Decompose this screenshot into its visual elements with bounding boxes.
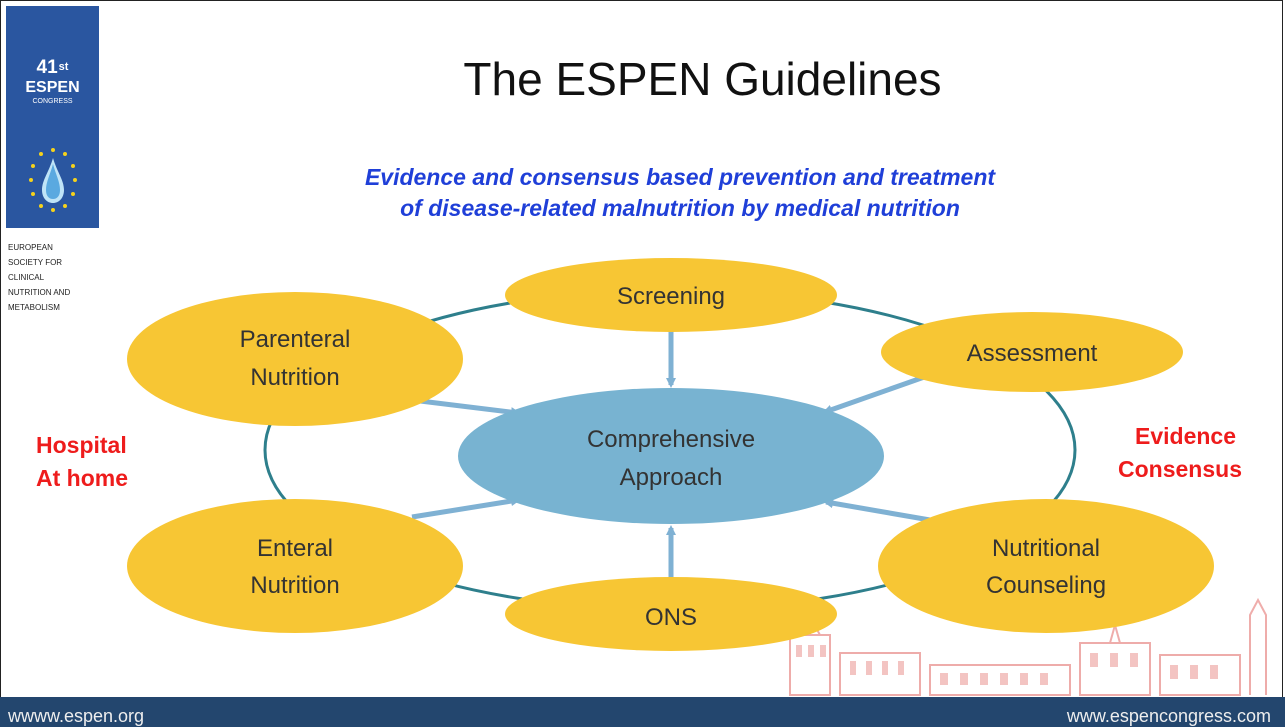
- slide-subtitle: Evidence and consensus based prevention …: [364, 164, 996, 221]
- svg-text:Nutrition: Nutrition: [250, 364, 339, 391]
- arrow-counseling: [823, 498, 931, 523]
- footer-link-congress[interactable]: www.espencongress.com: [1066, 706, 1271, 726]
- node-assessment: Assessment: [881, 312, 1183, 392]
- society-name: EUROPEAN SOCIETY FOR CLINICAL NUTRITION …: [8, 243, 71, 312]
- node-counseling: Nutritional Counseling: [878, 499, 1214, 633]
- svg-text:Nutrition: Nutrition: [250, 572, 339, 599]
- svg-text:Counseling: Counseling: [986, 572, 1106, 599]
- svg-text:Assessment: Assessment: [967, 340, 1098, 367]
- footer-bar: wwww.espen.org www.espencongress.com: [0, 697, 1285, 727]
- label-evidence-consensus: Evidence Consensus: [1118, 423, 1242, 482]
- slide-title: The ESPEN Guidelines: [463, 53, 942, 105]
- svg-text:Nutritional: Nutritional: [992, 535, 1100, 562]
- arrow-parenteral: [411, 397, 521, 418]
- svg-text:ONS: ONS: [645, 604, 697, 631]
- drop-emblem-icon: [29, 148, 77, 212]
- label-hospital-home: Hospital At home: [36, 432, 128, 491]
- svg-text:Comprehensive: Comprehensive: [587, 426, 755, 453]
- node-screening: Screening: [505, 258, 837, 332]
- node-parenteral: Parenteral Nutrition: [127, 292, 463, 426]
- logo-subtitle: CONGRESS: [32, 98, 73, 105]
- svg-text:Screening: Screening: [617, 283, 725, 310]
- logo-number: 41st: [36, 57, 69, 78]
- footer-link-espen[interactable]: wwww.espen.org: [8, 706, 145, 726]
- node-ons: ONS: [505, 577, 837, 651]
- node-center: Comprehensive Approach: [458, 388, 884, 524]
- svg-text:Enteral: Enteral: [257, 535, 333, 562]
- arrow-assessment: [822, 372, 931, 415]
- svg-text:Approach: Approach: [620, 464, 723, 491]
- congress-logo: 41st ESPEN CONGRESS: [6, 6, 99, 228]
- arrow-enteral: [411, 496, 521, 520]
- node-enteral: Enteral Nutrition: [127, 499, 463, 633]
- logo-name: ESPEN: [25, 79, 80, 96]
- svg-text:Parenteral: Parenteral: [240, 326, 351, 353]
